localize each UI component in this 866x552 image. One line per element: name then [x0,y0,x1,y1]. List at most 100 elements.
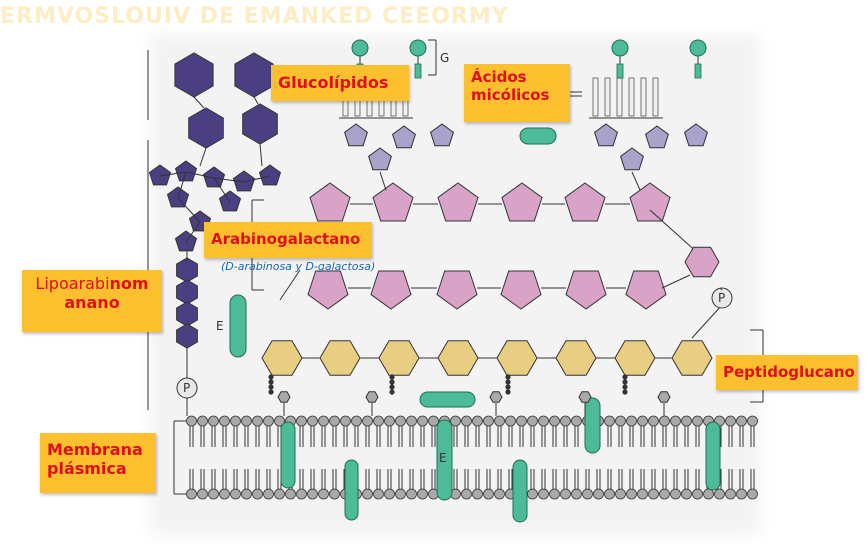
peptidoglycan-unit [378,340,420,376]
membrane-head-bottom [230,488,241,500]
lipid-stem-head [616,63,624,79]
lipid-head [409,39,427,57]
arabinogalactan-unit-top [629,182,671,222]
membrane-head-top [450,415,461,427]
sugar-link [631,171,641,191]
membrane-head-bottom [252,488,263,500]
membrane-head-bottom [714,488,725,500]
sugar-link [379,171,387,191]
membrane-head-bottom [373,488,384,500]
membrane-head-bottom [560,488,571,500]
lipo-line-2: anano [64,293,120,313]
lam-pentagon [148,164,172,186]
membrane-protein [344,459,359,521]
membrane-head-bottom [395,488,406,500]
peptide-bead [505,384,511,390]
peptidoglycan-unit [614,340,656,376]
membrane-head-top [670,415,681,427]
arabinogalactan-unit-bottom [500,270,542,310]
small-hexagon [365,391,379,403]
lipid-head [611,39,629,57]
peptidoglycan-unit [319,340,361,376]
mycolic-sugar [645,125,669,149]
membrane-protein [280,421,296,489]
membrane-head-top [219,415,230,427]
ag-connector [279,269,301,301]
lipo-line-1: Lipoarabinom [29,274,155,293]
membrane-head-bottom [461,488,472,500]
label-glucolipidos: Glucolípidos [271,65,409,101]
membrane-head-top [252,415,263,427]
phosphate-right-label: P [718,291,725,305]
peptidoglycan-unit [496,340,538,376]
small-hexagon [277,391,291,403]
peptidoglycan-unit [261,340,303,376]
membrane-protein [705,421,721,491]
peptidoglycan-unit [437,340,479,376]
arabinogalactan-unit-top [309,182,351,222]
membrane-head-top [571,415,582,427]
membrane-head-bottom [494,488,505,500]
marker-e-membrane: E [439,451,447,465]
membrane-head-top [417,415,428,427]
membrane-head-top [681,415,692,427]
arabinogalactan-unit-top [501,182,543,222]
membrane-head-bottom [263,488,274,500]
label-lipoarabinomanano: Lipoarabinom anano [22,270,162,332]
arabinogalactan-turn [684,246,720,278]
membrane-head-top [527,415,538,427]
mycolic-group-chain [628,77,635,117]
membrane-head-bottom [384,488,395,500]
lam-link [243,175,271,183]
membrane-head-bottom [483,488,494,500]
membrane-head-bottom [582,488,593,500]
small-hexagon [657,391,671,403]
lam-link [159,171,187,177]
arabinogalactan-unit-bottom [625,270,667,310]
membrane-head-bottom [659,488,670,500]
peptide-bead [268,389,274,395]
marker-e-lipoprotein: E [216,319,224,333]
peripheral-protein [519,127,557,145]
membrane-head-bottom [549,488,560,500]
lam-link [177,171,187,199]
peptide-bead [389,379,395,385]
label-acidos-micolicos: Ácidos micólicos [464,64,570,122]
membrane-head-bottom [417,488,428,500]
membrane-head-bottom [197,488,208,500]
membrane-head-top [604,415,615,427]
arabinogalactan-unit-top [372,182,414,222]
membrane-head-bottom [604,488,615,500]
lam-link [259,143,263,167]
lipoprotein-e [229,294,247,358]
lipid-stem-head [414,63,422,79]
membrane-head-bottom [703,488,714,500]
membrane-head-top [263,415,274,427]
membrane-head-bottom [615,488,626,500]
lam-pentagon [218,190,242,212]
membrane-head-top [483,415,494,427]
acidos-line-1: Ácidos [471,68,527,86]
membrane-head-bottom [329,488,340,500]
membrane-head-bottom [571,488,582,500]
peptide-bead [268,379,274,385]
membrane-head-top [692,415,703,427]
membrane-head-bottom [219,488,230,500]
peptidoglycan-unit [555,340,597,376]
mycolic-sugar [620,147,644,171]
lipo-line-1b: nom [109,274,149,293]
peptidoglycan-unit [671,340,713,376]
membrane-head-bottom [406,488,417,500]
small-hexagon [578,391,592,403]
membrane-protein [584,397,601,454]
membrane-protein [512,459,528,523]
membrane-head-top [659,415,670,427]
mycolic-sugar [594,123,618,147]
mycolic-group-chain [652,77,659,117]
membrane-head-top [384,415,395,427]
membrane-head-top [197,415,208,427]
membrane-head-bottom [527,488,538,500]
glycolipid-sugar [430,123,454,147]
lam-link [177,197,201,223]
header-faded-text: ERMVOSLOUIV DE EMANKED CEEORMY [0,4,509,29]
